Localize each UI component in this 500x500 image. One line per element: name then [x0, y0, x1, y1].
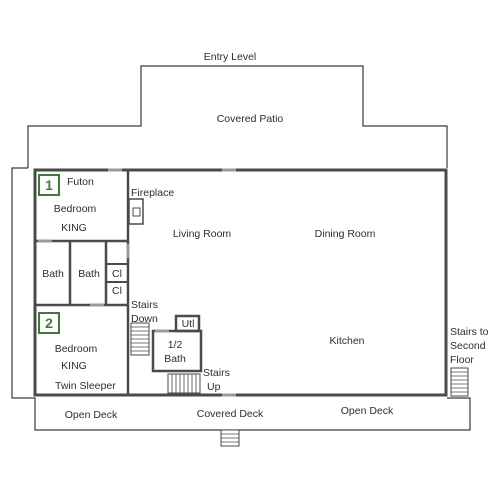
bedroom-1-label: Bedroom	[53, 203, 97, 215]
kitchen-label: Kitchen	[329, 335, 365, 347]
futon-label: Futon	[67, 176, 94, 188]
bath-a-label: Bath	[42, 268, 64, 280]
living-room-label: Living Room	[172, 228, 232, 240]
closet-a-label: Cl	[112, 268, 122, 280]
covered-patio-outline	[27, 65, 448, 168]
bedroom-1-badge: 1	[38, 174, 60, 196]
house-exterior-wall	[33, 168, 448, 397]
bedroom-2-badge: 2	[38, 312, 60, 334]
level-title: Entry Level	[203, 51, 257, 63]
bedroom-1-size-label: KING	[61, 222, 87, 234]
dining-room-label: Dining Room	[314, 228, 376, 240]
fireplace-label: Fireplace	[131, 187, 175, 199]
stairs-up-label-2: Up	[207, 381, 221, 393]
stairs-second-floor	[450, 367, 469, 397]
stairs-up-label: Stairs	[203, 367, 230, 379]
closet-b-label: Cl	[112, 285, 122, 297]
half-bath-label: 1/2	[167, 339, 183, 351]
deck-outline	[11, 167, 471, 431]
twin-sleeper-label: Twin Sleeper	[55, 380, 116, 392]
covered-patio-label: Covered Patio	[216, 113, 284, 125]
bath-b-label: Bath	[78, 268, 100, 280]
utility-walls	[174, 314, 201, 333]
utility-label: Utl	[181, 318, 195, 330]
stairs-second-label: Stairs to	[450, 326, 489, 338]
window-marks	[38, 168, 236, 397]
fireplace-inner	[132, 207, 141, 217]
bedroom-2-label: Bedroom	[54, 343, 98, 355]
bedroom-2-size-label: KING	[61, 360, 87, 372]
half-bath-label-2: Bath	[164, 353, 186, 365]
open-deck-right-label: Open Deck	[340, 405, 394, 417]
stairs-second-label-2: Second	[450, 340, 486, 352]
stairs-down-label-2: Down	[131, 313, 158, 325]
covered-deck-label: Covered Deck	[196, 408, 264, 420]
open-deck-left-label: Open Deck	[64, 409, 118, 421]
fireplace-box	[128, 198, 144, 225]
stairs-down-label: Stairs	[131, 299, 158, 311]
stairs-second-label-3: Floor	[450, 354, 474, 366]
